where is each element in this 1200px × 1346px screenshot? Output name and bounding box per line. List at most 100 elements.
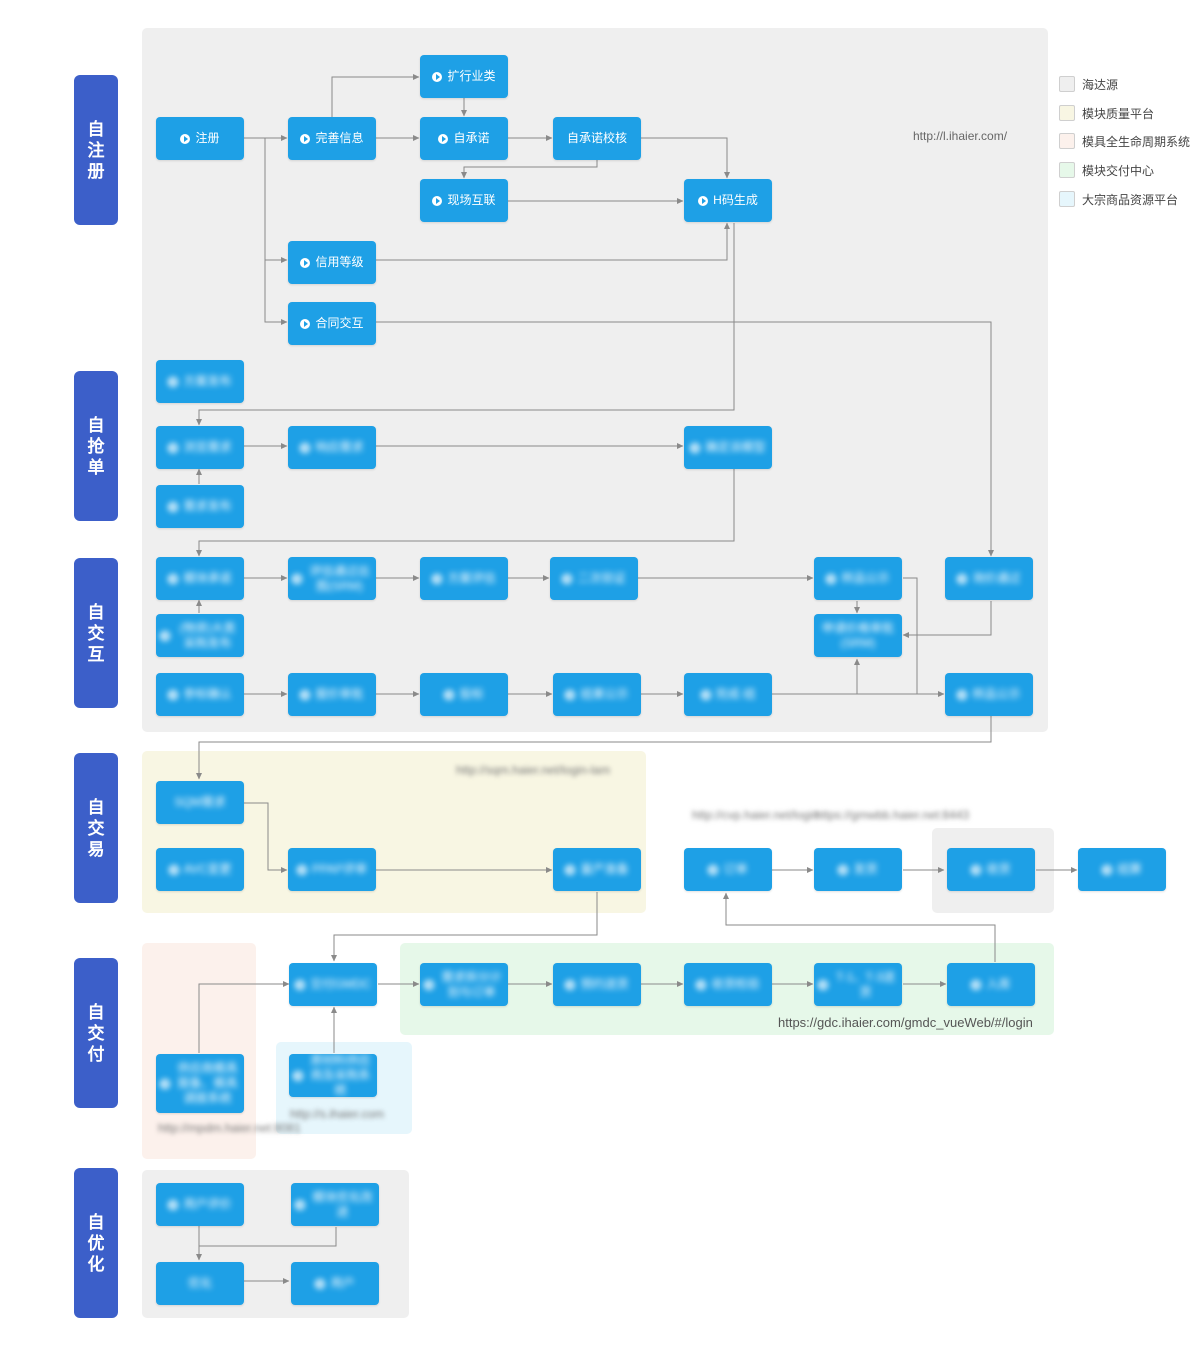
node-user-eval[interactable]: 用户评价 <box>156 1183 244 1226</box>
edge-7 <box>902 601 992 639</box>
play-icon <box>424 979 434 990</box>
play-icon <box>971 864 982 875</box>
play-icon <box>565 979 576 990</box>
play-icon <box>295 1199 305 1210</box>
node-t-series[interactable]: T-1、T-3送货 <box>814 963 902 1006</box>
url-delivery: https://gdc.ihaier.com/gmdc_vueWeb/#/log… <box>778 1015 1033 1030</box>
play-icon <box>160 630 170 641</box>
edge-27 <box>722 892 996 962</box>
node-h-code[interactable]: H码生成 <box>684 179 772 222</box>
node-second-review[interactable]: 二次验证 <box>550 557 638 600</box>
node-credit-level[interactable]: 信用等级 <box>288 241 376 284</box>
url-register: http://l.ihaier.com/ <box>913 129 1008 143</box>
edge-28 <box>198 980 290 1053</box>
play-icon <box>698 195 709 206</box>
node-tech-approve[interactable]: 报价审批 <box>288 673 376 716</box>
node-price-approve[interactable]: 申请价格审批(SRM) <box>814 614 902 657</box>
node-commodity-sys[interactable]: 原材料供应商及采购系统 <box>289 1053 377 1097</box>
node-expand-category[interactable]: 扩行业类 <box>420 55 508 98</box>
node-improve[interactable]: 优化 <box>156 1262 244 1305</box>
node-upgrade[interactable]: 用户 <box>291 1262 379 1305</box>
node-sample-confirm[interactable]: 样品公示 <box>945 673 1033 716</box>
play-icon <box>438 133 449 144</box>
node-module-improve[interactable]: 模块优化改进 <box>291 1183 379 1226</box>
node-confirm-model[interactable]: 确定派模型 <box>684 426 772 469</box>
node-receive[interactable]: 收货 <box>947 848 1035 891</box>
edge-register-credit <box>264 138 288 264</box>
play-icon <box>168 501 179 512</box>
play-icon <box>708 864 719 875</box>
url-quality: http://sqm.haier.net/login-lam <box>456 763 611 777</box>
edge-check-site <box>460 160 598 179</box>
node-settle[interactable]: 结算 <box>1078 848 1166 891</box>
play-icon <box>432 71 443 82</box>
play-icon <box>300 257 311 268</box>
node-result-publish[interactable]: 结果公示 <box>553 673 641 716</box>
edge-8 <box>903 577 918 694</box>
legend-item: 模块交付中心 <box>1059 161 1154 179</box>
stage-self-interact: 自交互 <box>74 558 118 708</box>
play-icon <box>565 864 576 875</box>
node-receive-check[interactable]: 收货检验 <box>684 963 772 1006</box>
node-register[interactable]: 注册 <box>156 117 244 160</box>
edge-15 <box>195 716 992 780</box>
node-pilot[interactable]: 量产准备 <box>553 848 641 891</box>
node-bid-publish[interactable]: (物资)大类采购发布 <box>156 614 244 657</box>
edge-register-contract <box>264 260 288 326</box>
play-icon <box>838 864 849 875</box>
play-icon <box>444 689 455 700</box>
node-quote-confirm[interactable]: 参标确认 <box>156 673 244 716</box>
node-browse-demand[interactable]: 浏览需求 <box>156 426 244 469</box>
play-icon <box>315 1278 326 1289</box>
url-gmwb: https://gmwbb.haier.net:8443 <box>815 808 970 822</box>
play-icon <box>432 195 443 206</box>
node-win-bid[interactable]: 投标 <box>420 673 508 716</box>
play-icon <box>957 689 968 700</box>
play-icon <box>168 573 179 584</box>
node-mold-info[interactable]: 供应商模具报备、模具调拨系统 <box>156 1054 244 1113</box>
node-ppap[interactable]: PPAP评审 <box>288 848 376 891</box>
node-plan-eval[interactable]: 方案评估 <box>420 557 508 600</box>
play-icon <box>432 573 443 584</box>
node-plan-split[interactable]: 需求拆分计划与订单 <box>420 963 508 1006</box>
node-eval-approve[interactable]: 评估通过出图(SRM) <box>288 557 376 600</box>
url-mold: http://mpdm.haier.net:8081 <box>158 1121 301 1135</box>
node-self-commit[interactable]: 自承诺 <box>420 117 508 160</box>
stage-self-trade: 自交易 <box>74 753 118 903</box>
edge-credit-hcode <box>376 222 731 261</box>
node-ship[interactable]: 发货 <box>814 848 902 891</box>
node-plan-release[interactable]: 方案发布 <box>156 360 244 403</box>
node-site-interconnect[interactable]: 现场互联 <box>420 179 508 222</box>
node-demand-release[interactable]: 需求发布 <box>156 485 244 528</box>
node-module-commit[interactable]: 模块承诺 <box>156 557 244 600</box>
node-done[interactable]: 完成·结 <box>684 673 772 716</box>
node-self-commit-check[interactable]: 自承诺校核 <box>553 117 641 160</box>
play-icon <box>168 864 179 875</box>
node-contract[interactable]: 合同交互 <box>288 302 376 345</box>
node-pre-deliver[interactable]: 预约送货 <box>553 963 641 1006</box>
url-commodity: http://s.ihaier.com <box>290 1107 385 1121</box>
node-avc-change[interactable]: AVC变更 <box>156 848 244 891</box>
play-icon <box>300 689 311 700</box>
node-sample-publish[interactable]: 样品公示 <box>814 557 902 600</box>
play-icon <box>565 689 576 700</box>
play-icon <box>1102 864 1113 875</box>
node-smart-gmdc[interactable]: 交付GMDC <box>289 963 377 1006</box>
node-complete-info[interactable]: 完善信息 <box>288 117 376 160</box>
play-icon <box>826 573 837 584</box>
play-icon <box>180 133 191 144</box>
edge-model-commit <box>195 468 735 557</box>
node-sqm-demand[interactable]: SQM需求 <box>156 781 244 824</box>
stage-self-register: 自注册 <box>74 75 118 225</box>
node-order[interactable]: 订单 <box>684 848 772 891</box>
edge-complete-expand <box>331 73 420 117</box>
node-respond-demand[interactable]: 响应需求 <box>288 426 376 469</box>
play-icon <box>292 573 302 584</box>
edge-21 <box>330 892 598 962</box>
stage-self-deliver: 自交付 <box>74 958 118 1108</box>
node-notify[interactable]: 询价通过 <box>945 557 1033 600</box>
play-icon <box>562 573 573 584</box>
node-warehouse[interactable]: 入库 <box>947 963 1035 1006</box>
legend-item: 模块质量平台 <box>1059 104 1154 122</box>
